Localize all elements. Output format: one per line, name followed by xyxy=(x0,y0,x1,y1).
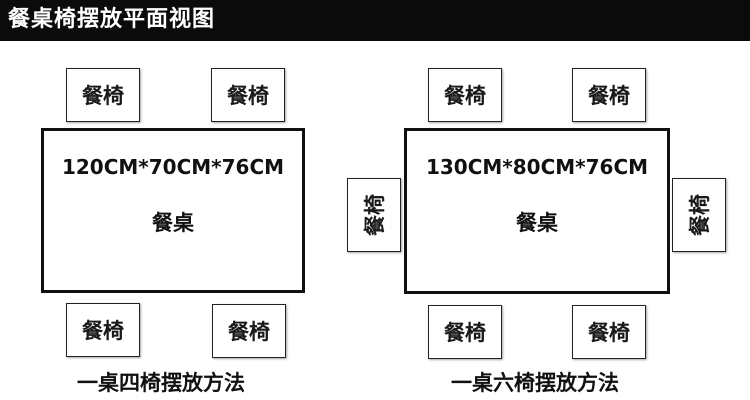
chair-label: 餐椅 xyxy=(227,84,269,108)
chair-label: 餐椅 xyxy=(228,320,270,344)
chair-label: 餐椅 xyxy=(82,319,124,343)
table-dimensions: 120CM*70CM*76CM xyxy=(61,155,285,179)
table-label: 餐桌 xyxy=(152,211,194,235)
chair-label: 餐椅 xyxy=(588,84,630,108)
chair-top-left: 餐椅 xyxy=(428,68,502,122)
chair-label: 餐椅 xyxy=(688,194,712,236)
chair-top-right: 餐椅 xyxy=(211,68,285,122)
chair-label: 餐椅 xyxy=(363,194,387,236)
caption-six-chairs: 一桌六椅摆放方法 xyxy=(451,371,619,395)
chair-bottom-left: 餐椅 xyxy=(428,305,502,359)
chair-bottom-left: 餐椅 xyxy=(66,303,140,357)
table-dimensions: 130CM*80CM*76CM xyxy=(425,155,649,179)
table-6-seat: 130CM*80CM*76CM 餐桌 xyxy=(404,128,670,294)
page-title: 餐桌椅摆放平面视图 xyxy=(8,7,216,32)
chair-bottom-right: 餐椅 xyxy=(212,304,286,358)
chair-label: 餐椅 xyxy=(444,321,486,345)
chair-bottom-right: 餐椅 xyxy=(572,305,646,359)
chair-right-side: 餐椅 xyxy=(672,178,726,252)
chair-left-side: 餐椅 xyxy=(347,178,401,252)
chair-top-right: 餐椅 xyxy=(572,68,646,122)
table-label: 餐桌 xyxy=(516,211,558,235)
caption-four-chairs: 一桌四椅摆放方法 xyxy=(77,371,245,395)
chair-label: 餐椅 xyxy=(82,84,124,108)
header-bar: 餐桌椅摆放平面视图 xyxy=(0,0,750,41)
table-4-seat: 120CM*70CM*76CM 餐桌 xyxy=(41,128,305,293)
chair-label: 餐椅 xyxy=(444,84,486,108)
chair-top-left: 餐椅 xyxy=(66,68,140,122)
chair-label: 餐椅 xyxy=(588,321,630,345)
